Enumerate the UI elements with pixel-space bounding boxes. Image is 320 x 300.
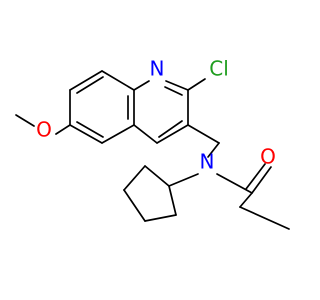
bond-c8-c7 [69,70,103,91]
bond-c3-c4-inner [158,120,183,138]
bond-cp5-cp1 [168,185,177,216]
bond-cp3-cp4 [123,189,146,222]
bond-c8-c7-inner [76,76,104,94]
bond-c5-c4a [101,124,135,144]
bond-carbonyl-o [251,166,272,194]
bond-n1-c2 [165,80,189,91]
bond-cp1-cp2 [144,165,170,187]
bond-c4-c4a [133,124,158,144]
bond-carbonyl-o-second [245,163,266,190]
chemical-structure-diagram: N Cl O N O [0,0,300,300]
cyclopentyl-ring-bonds [123,165,177,222]
quinoline-ring-bonds [69,70,189,144]
bond-cp4-cp5 [144,214,177,222]
atom-label-carbonyl-oxygen: O [260,145,276,169]
bond-cp2-cp3 [123,165,146,191]
bond-c3-ch2 [187,124,220,144]
bond-o-methyl [15,114,35,127]
bond-c3-c4 [156,124,189,144]
atom-label-ring-nitrogen: N [150,57,165,81]
bond-c6-c5 [69,124,103,144]
atom-label-methoxy-oxygen: O [36,118,52,142]
atom-labels: N Cl O N O [36,57,276,174]
side-chain-bonds [15,78,290,230]
bond-ch2-ch3 [239,206,290,230]
bond-c6-o-methoxy [55,124,71,135]
bond-c8a-c8 [101,70,135,91]
bond-c8a-n1 [133,80,150,91]
bond-c6-c5-inner [76,121,104,138]
atom-label-amide-nitrogen: N [200,150,215,174]
bond-n-amide-cyclopentyl [168,173,199,187]
bond-c2-cl [187,78,206,91]
bond-carbonyl-ch2 [239,192,253,208]
bond-ch2-n-amide [207,142,220,158]
bond-n1-c2-inner [164,86,183,96]
atom-label-chlorine: Cl [209,57,229,81]
diagram-background [0,0,300,300]
